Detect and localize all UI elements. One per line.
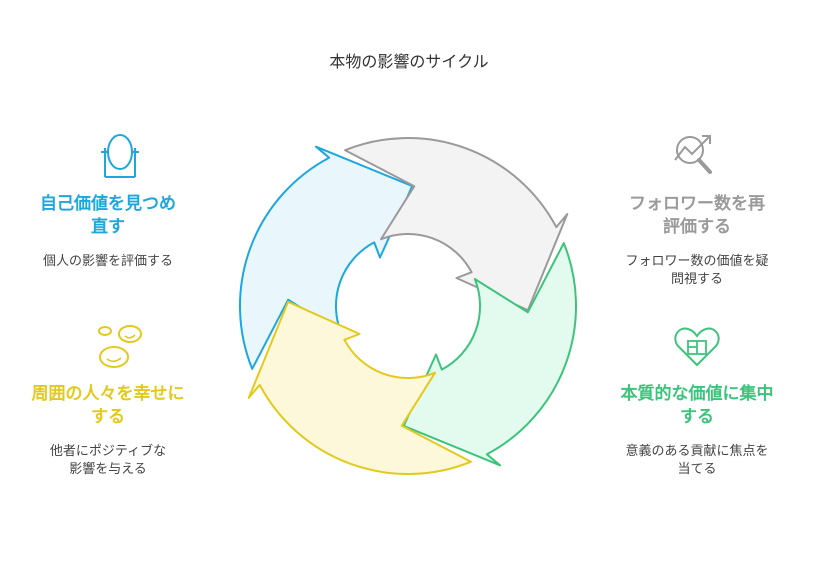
arrow-reflect xyxy=(238,145,414,370)
step-heading: 自己価値を見つめ直す xyxy=(40,194,176,237)
diagram-title: 本物の影響のサイクル xyxy=(329,52,489,71)
arrow-focus xyxy=(402,242,578,467)
step-heading: フォロワー数を再評価する xyxy=(629,194,765,237)
step-heading: 本質的な価値に集中する xyxy=(620,384,774,427)
step-focus-intrinsic-value: 本質的な価値に集中する 意義のある貢献に焦点を当てる xyxy=(612,383,782,479)
step-reflect-self-worth: 自己価値を見つめ直す 個人の影響を評価する xyxy=(23,193,193,271)
step-reevaluate-followers: フォロワー数を再評価する フォロワー数の価値を疑問視する xyxy=(612,193,782,289)
step-description: 個人の影響を評価する xyxy=(43,254,174,269)
arrow-happiness xyxy=(247,300,472,476)
mirror-icon xyxy=(101,134,139,178)
step-description: 意義のある貢献に焦点を当てる xyxy=(625,444,769,477)
step-heading: 周囲の人々を幸せにする xyxy=(31,384,185,427)
chart-magnifier-icon xyxy=(674,135,712,174)
step-description: フォロワー数の価値を疑問視する xyxy=(625,254,769,287)
step-make-others-happy: 周囲の人々を幸せにする 他者にポジティブな影響を与える xyxy=(23,383,193,479)
arrow-reevaluate xyxy=(344,136,569,312)
smiley-faces-icon xyxy=(98,325,142,368)
step-description: 他者にポジティブな影響を与える xyxy=(49,444,167,477)
heart-gift-icon xyxy=(674,327,720,367)
